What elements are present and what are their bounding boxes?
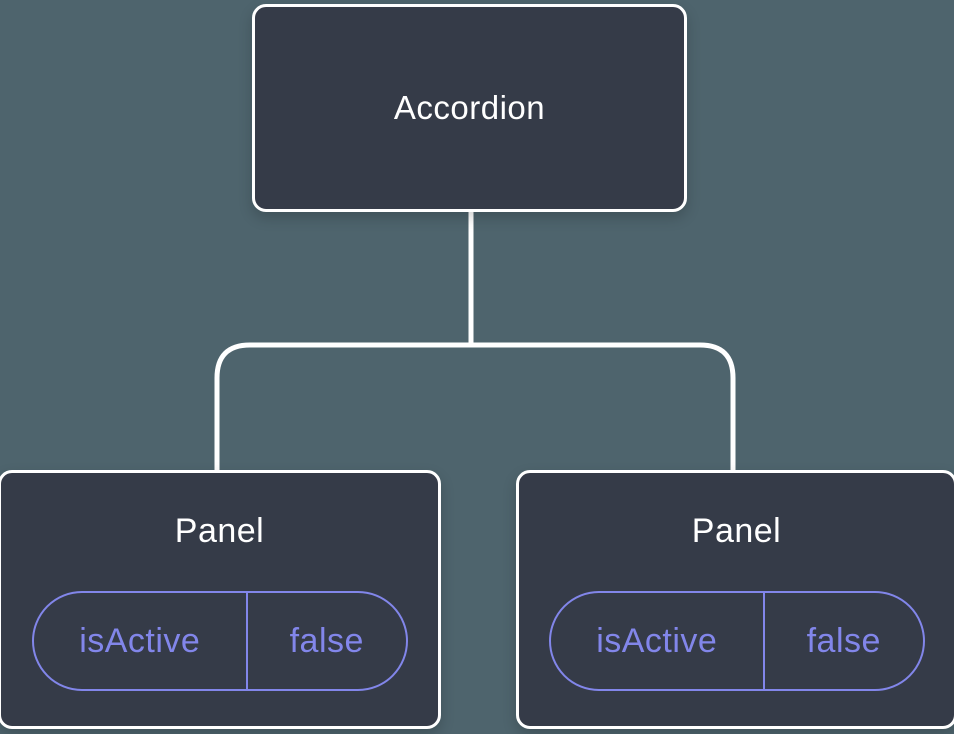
tree-node-accordion: Accordion xyxy=(252,4,687,212)
node-label-accordion: Accordion xyxy=(393,89,546,126)
connector-bracket xyxy=(214,342,736,472)
state-key-label: isActive xyxy=(596,621,718,660)
tree-node-panel-left: Panel isActive false xyxy=(0,470,441,729)
state-value-label: false xyxy=(246,593,405,689)
tree-node-panel-right: Panel isActive false xyxy=(516,470,954,729)
node-label-panel-right: Panel xyxy=(691,512,782,550)
node-label-panel-left: Panel xyxy=(174,512,265,550)
state-pill-right: isActive false xyxy=(548,591,925,691)
state-value-label: false xyxy=(763,593,922,689)
state-key-label: isActive xyxy=(79,621,201,660)
state-pill-left: isActive false xyxy=(31,591,408,691)
